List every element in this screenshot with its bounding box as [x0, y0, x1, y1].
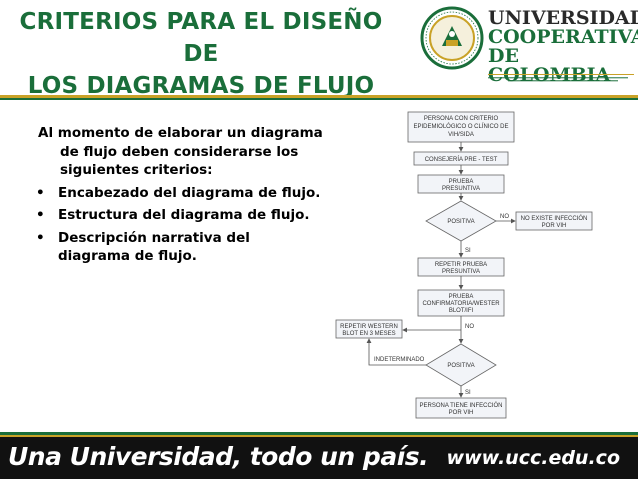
flow-indeterminado-label: INDETERMINADO [374, 357, 425, 363]
flow-si-2-label: SI [465, 390, 471, 396]
flow-no-1-label: NO [500, 214, 509, 220]
flow-repeat-line-2: BLOT EN 3 MESES [342, 331, 395, 337]
bullet-3-line-1: Descripción narrativa del [58, 229, 250, 246]
footer-stripe-green [0, 432, 638, 435]
bullet-3-line-2: diagrama de flujo. [58, 248, 197, 264]
criteria-list: •Encabezado del diagrama de flujo. •Estr… [30, 184, 330, 266]
footer-url[interactable]: www.ucc.edu.co [446, 447, 620, 469]
flow-node-confirmatoria [417, 289, 505, 317]
header: CRITERIOS PARA EL DISEÑO DE LOS DIAGRAMA… [0, 0, 638, 103]
header-rule-gold [0, 95, 638, 98]
flow-si-1-label: SI [465, 248, 471, 254]
flow-step-3-line-2: PRESUNTIVA [442, 186, 480, 192]
title-line-1: CRITERIOS PARA EL DISEÑO DE [19, 9, 383, 67]
flow-start-line-1: PERSONA CON CRITERIO [424, 116, 499, 122]
list-item: • Descripción narrativa del diagrama de fl… [30, 229, 330, 266]
flow-decision-2-label: POSITIVA [447, 363, 474, 369]
flow-node-repetir-western [335, 319, 403, 339]
university-fine-print [488, 73, 636, 85]
flow-start-line-2: EPIDEMIOLÓGICO O CLÍNICO DE [413, 123, 508, 130]
flow-node-end [415, 397, 507, 419]
flowchart-diagram: PERSONA CON CRITERIO EPIDEMIOLÓGICO O CL… [335, 111, 593, 419]
slide-title: CRITERIOS PARA EL DISEÑO DE LOS DIAGRAMA… [6, 6, 396, 102]
flow-node-no-infeccion [515, 211, 593, 231]
flow-no-2-label: NO [465, 324, 474, 330]
fine-print-graphic [488, 74, 634, 82]
header-rule-green [0, 98, 638, 100]
flow-step-5-line-1: PRUEBA [449, 294, 474, 300]
flow-step-5-line-3: BLOT/IFI [449, 308, 474, 314]
flow-end-line-2: POR VIH [449, 410, 474, 416]
bullet-icon: • [36, 229, 45, 246]
flow-step-3-line-1: PRUEBA [449, 179, 474, 185]
flow-no-infeccion-line-2: POR VIH [542, 223, 567, 229]
flow-decision-1-label: POSITIVA [447, 219, 474, 225]
flow-step-2: CONSEJERÍA PRE - TEST [425, 156, 498, 163]
intro-line-1: Al momento de elaborar un diagrama [38, 125, 323, 141]
footer-banner: Una Universidad, todo un país. www.ucc.e… [0, 432, 638, 479]
flow-step-5-line-2: CONFIRMATORIA/WESTER [422, 301, 500, 307]
content-text: Al momento de elaborar un diagrama de fl… [30, 124, 330, 270]
bullet-icon: • [36, 207, 45, 223]
footer-stripe-gold [0, 435, 638, 437]
flow-no-infeccion-line-1: NO EXISTE INFECCIÓN [521, 215, 588, 222]
flow-step-4-line-1: REPETIR PRUEBA [435, 262, 487, 268]
flow-start-line-3: VIH/SIDA [448, 132, 474, 138]
footer-slogan: Una Universidad, todo un país. [8, 442, 429, 471]
list-item: •Encabezado del diagrama de flujo. [36, 184, 321, 201]
flow-node-start [407, 111, 515, 143]
title-line-2: LOS DIAGRAMAS DE FLUJO [27, 73, 375, 99]
intro-line-3: siguientes criterios: [60, 162, 213, 178]
bullet-icon: • [36, 184, 45, 201]
flow-step-4-line-2: PRESUNTIVA [442, 269, 480, 275]
flow-end-line-1: PERSONA TIENE INFECCIÓN [420, 402, 503, 409]
flow-repeat-line-1: REPETIR WESTERN [340, 324, 398, 330]
flowchart-image: PERSONA CON CRITERIO EPIDEMIOLÓGICO O CL… [334, 108, 620, 430]
university-name-line-1: UNIVERSIDAD [488, 7, 638, 29]
intro-paragraph: Al momento de elaborar un diagrama de fl… [30, 124, 330, 180]
list-item: •Estructura del diagrama de flujo. [36, 207, 310, 223]
intro-line-2: de flujo deben considerarse los [60, 143, 299, 160]
university-name-line-2: COOPERATIVA [488, 26, 638, 48]
university-seal-icon [420, 6, 484, 70]
